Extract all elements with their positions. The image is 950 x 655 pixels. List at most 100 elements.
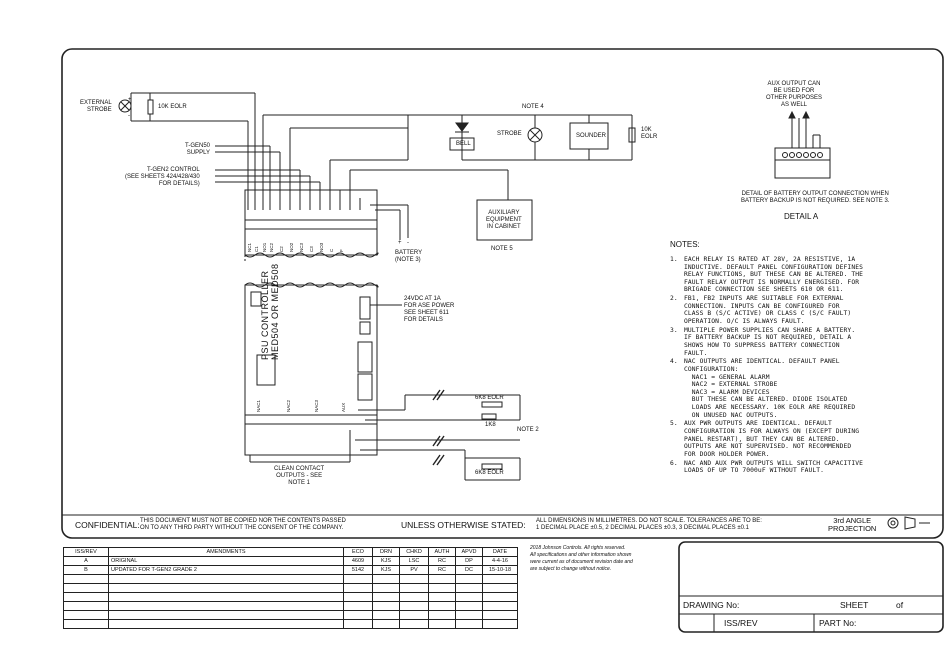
amendments-cell: ORIGINAL <box>108 556 344 566</box>
unless-text: ALL DIMENSIONS IN MILLIMETRES. DO NOT SC… <box>536 518 762 531</box>
amendments-cell <box>399 610 429 620</box>
note-line: RELAY FUNCTIONS, BUT THESE CAN BE ALTERE… <box>684 271 863 279</box>
amendments-cell: RC <box>428 556 456 566</box>
amendments-cell <box>399 574 429 584</box>
terminal-label: C3 <box>309 246 314 252</box>
terminal-label: NO1 <box>262 242 267 252</box>
bell-box <box>449 137 475 151</box>
amendments-cell <box>63 619 109 629</box>
note-number: 3. <box>670 326 678 334</box>
amendments-cell <box>482 619 518 629</box>
note-line: OPERATION. O/C IS ALWAYS FAULT. <box>684 318 805 325</box>
note-line: BRIGADE CONNECTION SEE SHEETS 610 OR 611… <box>684 286 844 294</box>
detail-caption: DETAIL OF BATTERY OUTPUT CONNECTION WHEN… <box>741 191 890 204</box>
aux-24vdc-label: 24VDC AT 1A FOR ASE POWER SEE SHEET 611 … <box>404 296 455 323</box>
amendments-cell <box>482 583 518 593</box>
amendments-cell <box>399 601 429 611</box>
amendments-cell <box>455 619 483 629</box>
table-row <box>63 601 518 611</box>
iss-rev-label: ISS/REV <box>724 618 758 628</box>
amendments-cell: DC <box>455 565 483 575</box>
eolr-6k8-bottom <box>481 463 503 470</box>
confidential-text: THIS DOCUMENT MUST NOT BE COPIED NOR THE… <box>140 518 346 531</box>
battery-label: BATTERY (NOTE 3) <box>395 250 423 263</box>
note-number: 1. <box>670 256 678 263</box>
note-line: CONFIGURATION IS FOR ALWAYS ON (EXCEPT D… <box>684 428 860 435</box>
amendments-cell: LSC <box>399 556 429 566</box>
eolr-6k8-top <box>481 401 503 408</box>
amendments-cell <box>63 610 109 620</box>
r1k8-label: 1K8 <box>485 422 496 428</box>
note-line: SHOWS HOW TO SUPPRESS BATTERY CONNECTION <box>684 342 840 349</box>
amendments-cell <box>455 592 483 602</box>
external-strobe-label: EXTERNAL STROBE <box>80 100 112 113</box>
amendments-cell <box>108 619 344 629</box>
amendments-cell: 4-4-16 <box>482 556 518 566</box>
amendments-cell <box>343 601 373 611</box>
eolr-10k-top-label: 10K EOLR <box>158 104 187 110</box>
amendments-cell <box>399 592 429 602</box>
amendments-header-cell: AMENDMENTS <box>108 547 344 557</box>
confidential-label: CONFIDENTIAL: <box>75 520 140 530</box>
note-line: NAC3 = ALARM DEVICES <box>684 388 770 396</box>
amendments-cell <box>482 592 518 602</box>
amendments-cell: PV <box>399 565 429 575</box>
amendments-cell: KJS <box>372 556 400 566</box>
amendments-cell <box>399 619 429 629</box>
note-line: MULTIPLE POWER SUPPLIES CAN SHARE A BATT… <box>684 326 856 334</box>
tgen2-control-label: T-GEN2 CONTROL (SEE SHEETS 424/428/430 F… <box>125 167 200 187</box>
sounder-label: SOUNDER <box>576 133 607 139</box>
terminal-label: NC2 <box>269 242 274 252</box>
plus-mark: + <box>128 97 132 103</box>
note-line: FOR DOOR HOLDER POWER. <box>684 450 770 458</box>
amendments-header-cell: CHKD <box>399 547 429 557</box>
terminal-label: NO2 <box>289 242 294 252</box>
note5-label: NOTE 5 <box>491 246 513 252</box>
amendments-cell <box>455 601 483 611</box>
amendments-cell <box>372 601 400 611</box>
amendments-header-cell: ISS/REV <box>63 547 109 557</box>
detail-a-terminal <box>774 147 831 179</box>
note-line: CLASS B (S/C ACTIVE) OR CLASS C (S/C FAU… <box>684 310 852 318</box>
detail-a-label: DETAIL A <box>784 212 819 221</box>
table-row <box>63 592 518 602</box>
amendments-cell <box>428 619 456 629</box>
amendments-cell: A <box>63 556 109 566</box>
note-line: NAC2 = EXTERNAL STROBE <box>684 381 778 389</box>
terminal-label: C <box>329 248 334 252</box>
terminal-label: C1 <box>254 246 259 252</box>
amendments-cell <box>428 592 456 602</box>
clean-contact-label: CLEAN CONTACT OUTPUTS - SEE NOTE 1 <box>274 466 325 486</box>
sheet-border <box>61 48 944 539</box>
bell-label: BELL <box>456 141 471 147</box>
notes-title: NOTES: <box>670 240 700 249</box>
amendments-header-cell: ECO <box>343 547 373 557</box>
terminal-label: NC3 <box>299 242 304 252</box>
amendments-cell <box>482 601 518 611</box>
amendments-cell <box>372 583 400 593</box>
amendments-cell <box>372 592 400 602</box>
amendments-cell <box>63 583 109 593</box>
amendments-header-cell: DATE <box>482 547 518 557</box>
nac-label: NAC1 <box>256 399 261 412</box>
note-line: OUTPUTS ARE NOT SUPERVISED. NOT RECOMMEN… <box>684 443 852 451</box>
terminal-label: NO3 <box>319 242 324 252</box>
amendments-cell <box>482 610 518 620</box>
amendments-cell: B <box>63 565 109 575</box>
eolr-6k8-b-label: 6K8 EOLR <box>475 470 504 476</box>
note-line: CONFIGURATION: <box>684 366 739 373</box>
amendments-cell <box>428 601 456 611</box>
amendments-cell <box>428 583 456 593</box>
note-line: EACH RELAY IS RATED AT 28V, 2A RESISTIVE… <box>684 256 856 263</box>
amendments-cell <box>108 592 344 602</box>
amendments-cell <box>343 583 373 593</box>
amendments-cell: 5142 <box>343 565 373 575</box>
table-row <box>63 583 518 593</box>
aux-output-label: AUX OUTPUT CAN BE USED FOR OTHER PURPOSE… <box>766 81 823 108</box>
amendments-cell: DP <box>455 556 483 566</box>
note-number: 6. <box>670 459 678 467</box>
amendments-cell <box>108 583 344 593</box>
note-line: PANEL RESTART), BUT THEY CAN BE ALTERED. <box>684 435 840 443</box>
